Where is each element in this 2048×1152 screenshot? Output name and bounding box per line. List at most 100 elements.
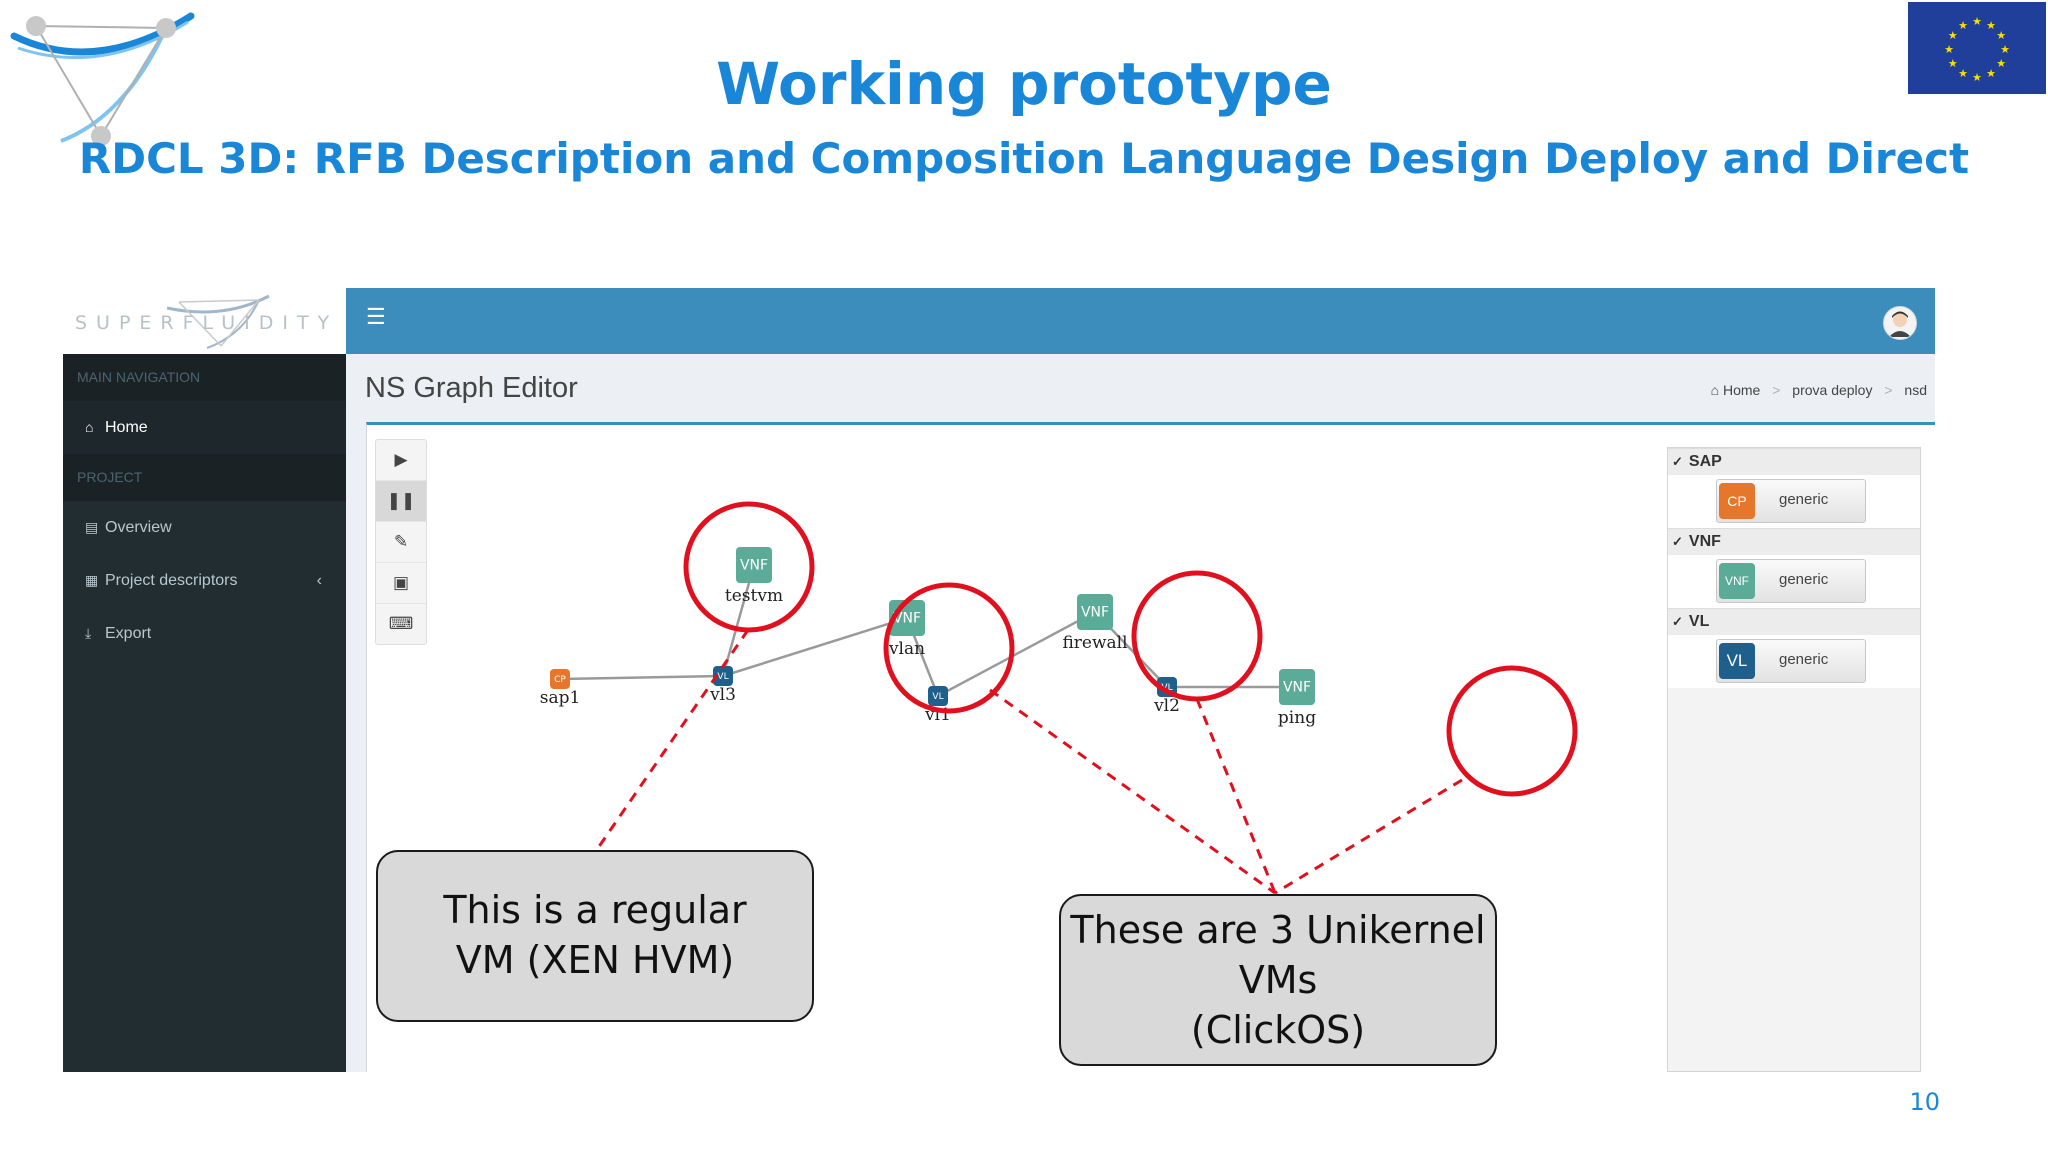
palette-item-vnf-generic[interactable]: VNF generic [1716,559,1866,603]
sidebar-item-label: Home [105,419,148,436]
sidebar-item-project-descriptors[interactable]: ▦Project descriptors ‹ [63,554,346,607]
play-button[interactable]: ▶ [376,440,426,481]
palette-item-label: generic [1779,571,1829,588]
save-button[interactable]: ▣ [376,563,426,604]
palette-row: VL generic [1668,635,1920,688]
node-badge-text: VNF [893,611,921,627]
node-label: firewall [1062,633,1127,653]
brand-swoosh-icon [166,294,270,349]
save-icon: ▣ [392,573,410,592]
user-avatar[interactable] [1883,306,1917,340]
breadcrumb: ⌂ Home > prova deploy > nsd [1711,382,1927,398]
keyboard-icon: ⌨ [388,614,414,633]
node-badge-text: VL [1161,683,1172,693]
chevron-down-icon: ✓ [1672,534,1683,549]
node-badge-text: VL [932,692,943,702]
breadcrumb-separator: > [1772,382,1781,398]
callout-line: These are 3 Unikernel [1070,908,1486,952]
sidebar-item-label: Export [105,625,152,642]
chevron-down-icon: ✓ [1672,614,1683,629]
eu-star-icon: ★ [1972,16,1982,28]
breadcrumb-current: nsd [1904,382,1927,398]
pause-button[interactable]: ❚❚ [376,481,426,522]
palette-item-cp-generic[interactable]: CP generic [1716,479,1866,523]
sidebar-item-home[interactable]: ⌂ Home [63,401,346,454]
graph-toolbar: ▶ ❚❚ ✎ ▣ ⌨ [375,439,427,645]
eu-star-icon: ★ [1996,30,2006,42]
sidebar-item-overview[interactable]: ▤ Overview [63,501,346,554]
node-badge-text: VL [717,672,728,682]
breadcrumb-project[interactable]: prova deploy [1792,382,1873,398]
sidebar: MAIN NAVIGATION ⌂Home PROJECT ▤Overview … [63,354,346,1072]
graph-edge[interactable] [937,610,1096,698]
palette-item-vl-generic[interactable]: VL generic [1716,639,1866,683]
download-icon: ⤓ [85,625,92,641]
home-icon: ⌂ [85,419,94,435]
breadcrumb-separator: > [1884,382,1893,398]
palette-group-label: SAP [1688,453,1722,470]
brand-text: SUPERFLUIDITY [75,312,339,334]
keyboard-button[interactable]: ⌨ [376,604,426,644]
graph-node-vl1[interactable]: VL vl1 [924,686,951,725]
eu-star-icon: ★ [1972,72,1982,84]
eu-star-icon: ★ [1986,68,1996,80]
node-label: sap1 [540,688,581,708]
palette-row: CP generic [1668,475,1920,528]
main-nav-header: MAIN NAVIGATION [63,354,346,401]
menu-toggle-icon[interactable]: ☰ [366,304,386,329]
palette-group-label: VL [1688,613,1710,630]
palette-group-vnf[interactable]: ✓VNF [1668,528,1920,555]
eu-flag-icon: ★★★★★★★★★★★★ [1908,2,2046,94]
home-icon: ⌂ [1710,382,1720,398]
callout-line: VM (XEN HVM) [455,938,735,982]
palette-group-sap[interactable]: ✓ SAP [1668,448,1920,475]
brand-logo[interactable]: SUPERFLUIDITY [63,288,346,355]
app-screenshot: SUPERFLUIDITY ☰ MAIN NAVIGATION ⌂Home PR… [63,288,1935,1072]
graph-edge[interactable] [559,674,724,681]
node-label: ping [1278,708,1316,728]
node-label: vl1 [924,705,951,725]
file-icon: ▤ [85,519,99,535]
page-title: NS Graph Editor [365,372,578,404]
eu-star-icon: ★ [1948,30,1958,42]
eu-star-icon: ★ [1958,68,1968,80]
sidebar-item-label: Overview [105,519,172,536]
palette-row: VNF generic [1668,555,1920,608]
node-label: vlan [888,639,925,659]
graph-node-vlan[interactable]: VNF vlan [888,600,925,659]
breadcrumb-home[interactable]: Home [1722,382,1761,398]
page-number: 10 [1909,1088,1940,1116]
pause-icon: ❚❚ [386,491,416,510]
table-icon: ▦ [85,572,99,588]
graph-edge[interactable] [722,616,908,678]
palette-item-label: generic [1779,651,1829,668]
node-badge-text: VNF [740,558,768,574]
graph-node-vl2[interactable]: VL vl2 [1153,677,1180,716]
chevron-down-icon: ✓ [1672,454,1683,469]
eu-star-icon: ★ [1944,44,1954,56]
callout-regular-vm: This is a regular VM (XEN HVM) [376,850,814,1022]
eu-star-icon: ★ [1986,20,1996,32]
callout-line: (ClickOS) [1190,1008,1366,1052]
edit-icon: ✎ [393,532,409,551]
play-icon: ▶ [394,450,408,469]
palette-group-vl[interactable]: ✓ VL [1668,608,1920,635]
top-navbar: ☰ [346,288,1935,354]
graph-node-testvm[interactable]: VNF testvm [725,547,783,606]
eu-star-icon: ★ [1958,20,1968,32]
node-badge-text: VNF [1283,680,1311,696]
cp-node-icon [550,669,570,689]
eu-star-icon: ★ [2000,44,2010,56]
node-label: testvm [725,586,783,606]
node-label: vl2 [1153,696,1180,716]
sidebar-item-export[interactable]: ⤓ Export [63,607,346,660]
vl-badge-icon: VL [1719,643,1755,679]
vnf-badge-icon: VNF [1719,563,1755,599]
graph-node-ping[interactable]: VNF ping [1278,669,1316,728]
slide-title: Working prototype [716,50,1332,118]
edit-button[interactable]: ✎ [376,522,426,563]
eu-star-icon: ★ [1948,58,1958,70]
